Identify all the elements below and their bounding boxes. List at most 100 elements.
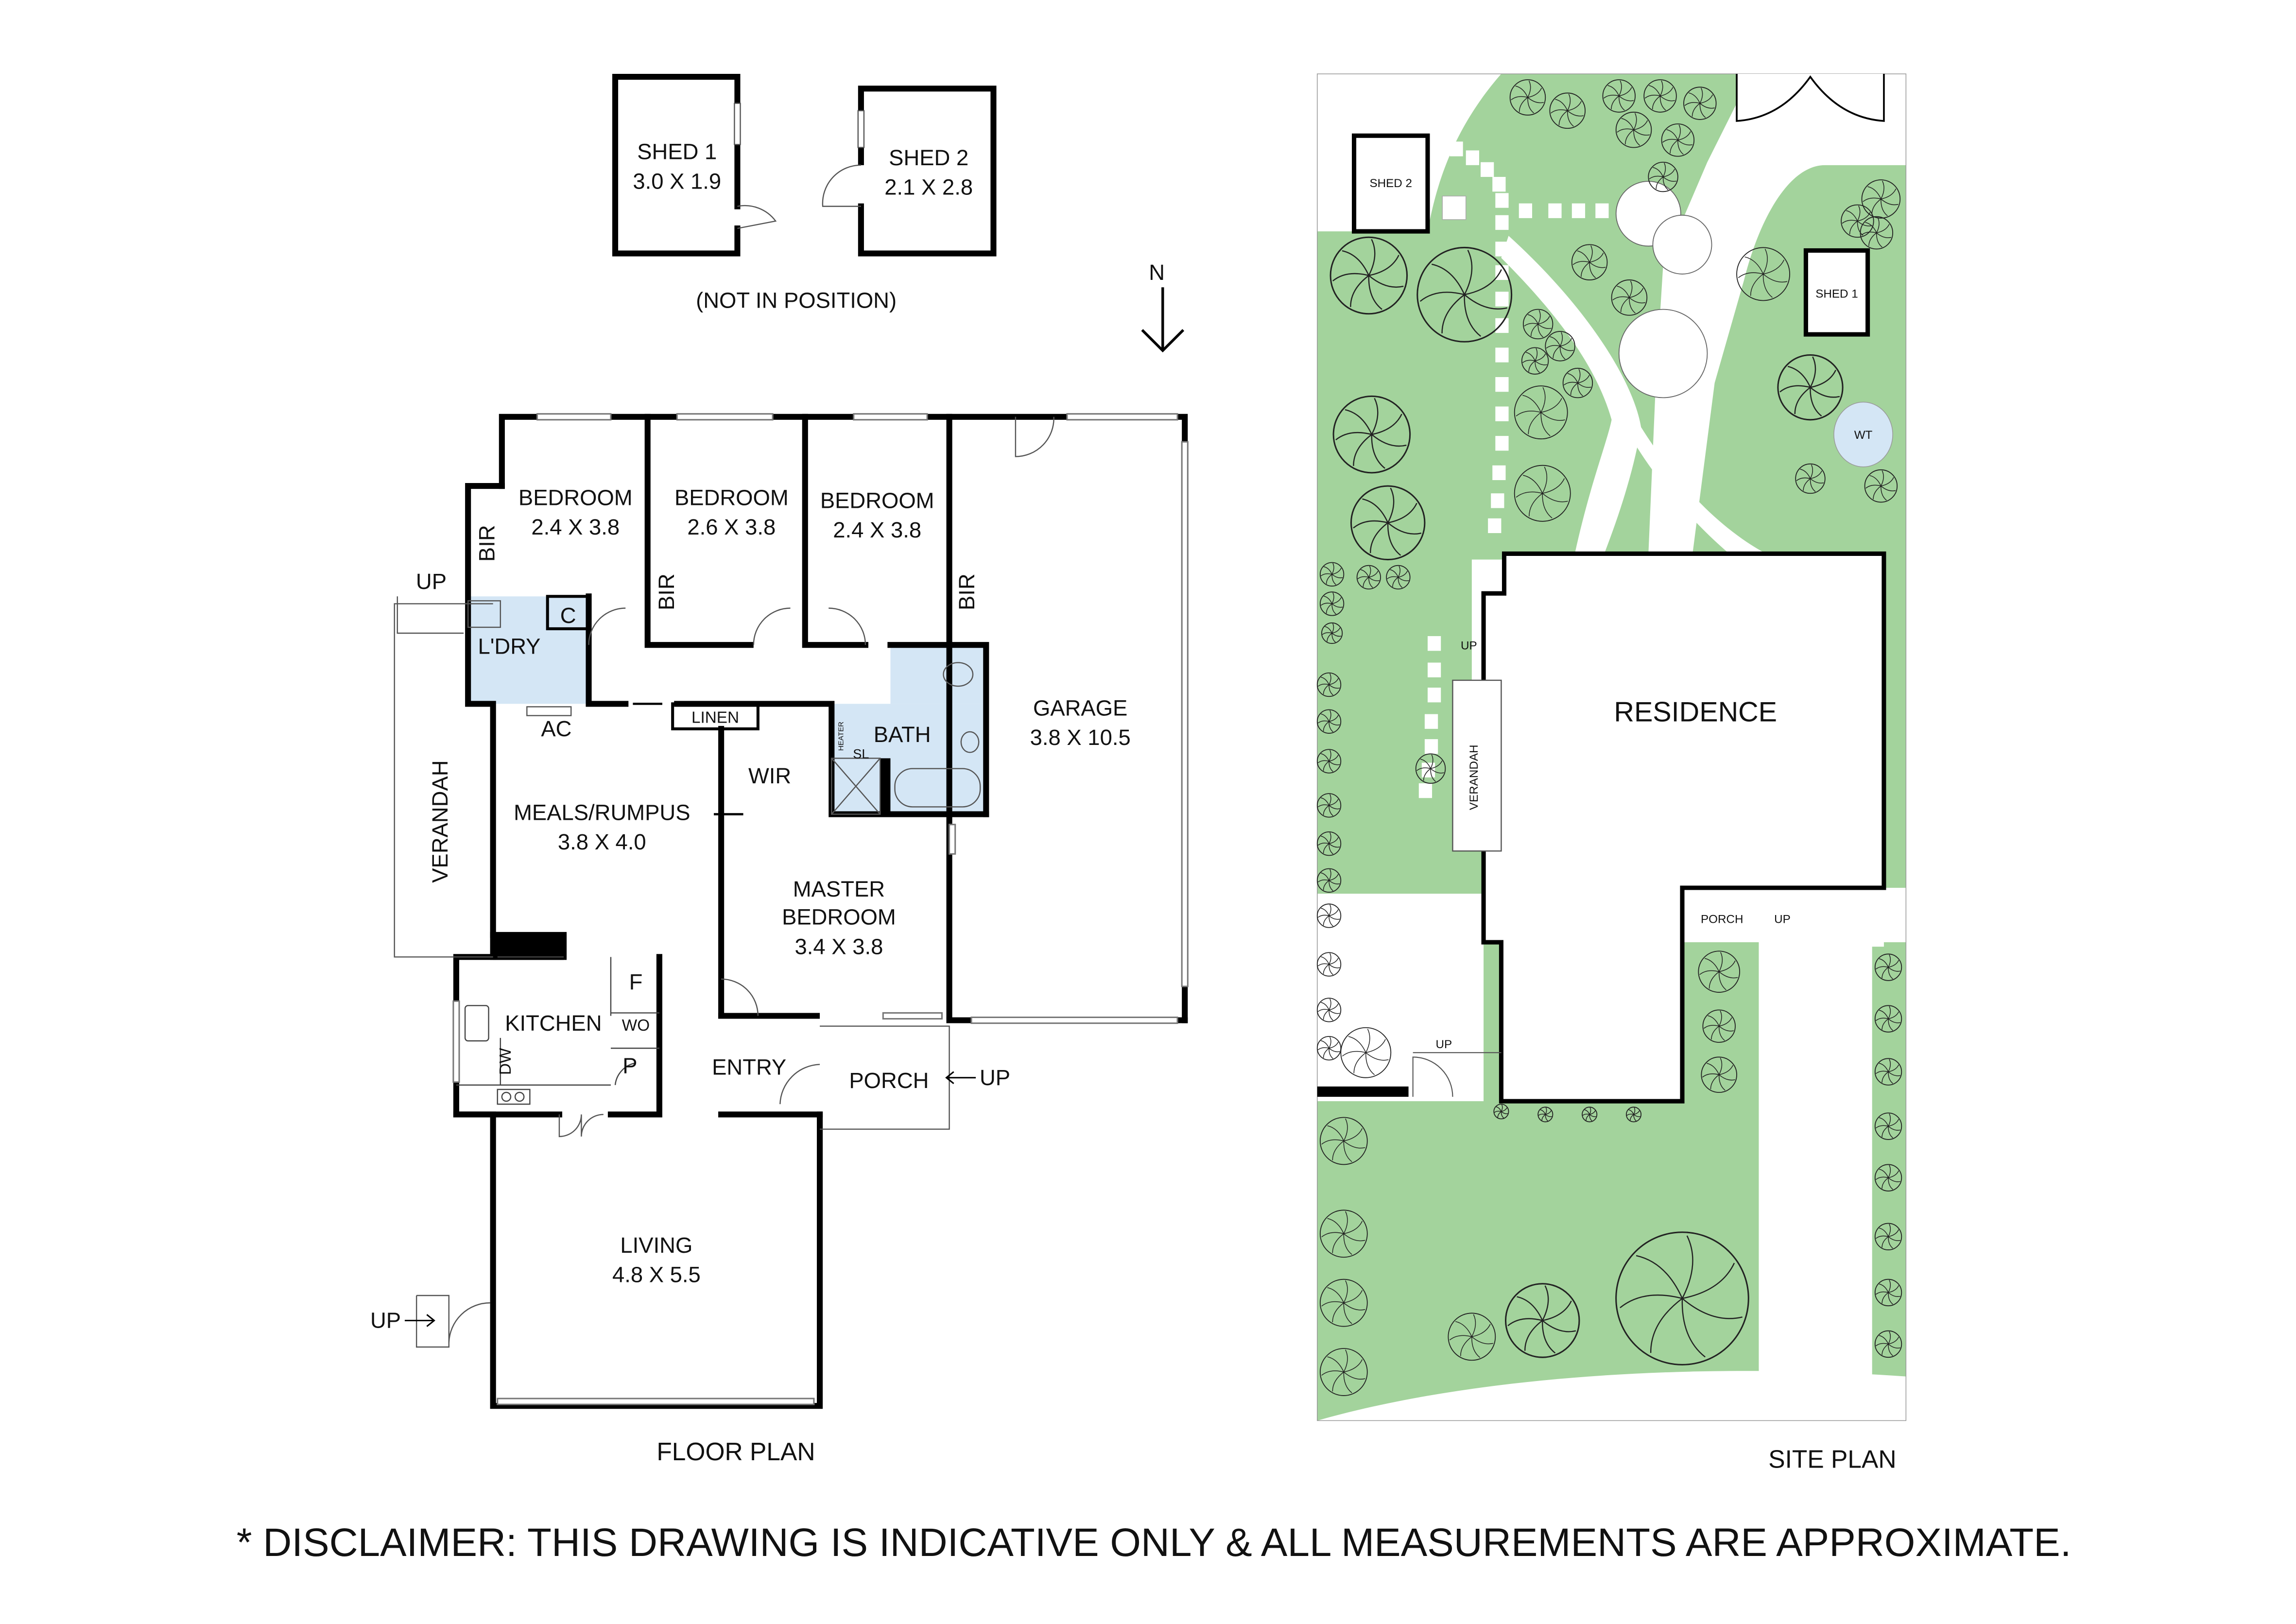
tree-branch (1329, 880, 1340, 884)
tree-branch (1353, 520, 1388, 529)
tree-branch (1868, 232, 1877, 246)
tree-branch (1331, 627, 1341, 634)
tree-icon (1602, 79, 1636, 113)
tree-branch (1323, 760, 1329, 771)
tree-branch (1719, 952, 1723, 972)
tree-branch (1494, 1110, 1502, 1113)
tree-branch (1371, 414, 1402, 435)
tree-branch (1570, 382, 1578, 396)
tree-branch (1343, 1349, 1348, 1372)
tree-branch (1343, 1372, 1352, 1393)
tree-branch (1762, 248, 1768, 275)
tree-branch (1861, 231, 1877, 236)
site-verandah-label: VERANDAH (1467, 745, 1481, 811)
tree-branch (1527, 314, 1538, 325)
tree-branch (1705, 958, 1720, 972)
stepping-stone (1571, 203, 1586, 218)
tree-branch (1559, 346, 1566, 360)
tree-branch (1718, 1026, 1725, 1041)
tree-branch (1612, 296, 1630, 301)
tree-branch (1619, 95, 1634, 102)
tree-branch (1677, 131, 1691, 141)
tree-branch (1527, 87, 1542, 98)
tree-branch (1455, 1321, 1472, 1337)
tree-branch (1321, 1139, 1344, 1145)
tree-branch (1875, 1125, 1889, 1129)
tree-icon (1514, 465, 1571, 522)
tree-branch (1810, 356, 1816, 388)
tree-branch (1398, 570, 1408, 578)
tree-branch (1348, 1036, 1366, 1053)
tree-branch (1881, 477, 1894, 486)
tree-branch (1528, 361, 1536, 372)
tree-branch (1589, 1114, 1592, 1122)
tree-branch (1329, 999, 1331, 1010)
tree-branch (1331, 633, 1336, 643)
tree-branch (1682, 1262, 1735, 1299)
tree-branch (1688, 92, 1701, 104)
tree-branch (1329, 964, 1340, 968)
tree-branch (1523, 475, 1543, 494)
porch-label: PORCH (849, 1068, 929, 1093)
tree-branch (1624, 129, 1634, 145)
tree-branch (1633, 120, 1648, 130)
tree-branch (1582, 1113, 1590, 1116)
pantry-label: P (622, 1054, 637, 1078)
bir-3-label: BIR (954, 573, 979, 610)
tree-branch (1670, 139, 1678, 154)
tree-branch (1317, 879, 1329, 882)
tree-icon (1316, 793, 1342, 818)
stepping-stone (1495, 377, 1509, 392)
tree-branch (1849, 221, 1858, 235)
tree-icon (1841, 204, 1874, 238)
tree-branch (1662, 138, 1678, 143)
tree-branch (1329, 1009, 1340, 1014)
tree-branch (1888, 1279, 1891, 1293)
tree-branch (1329, 843, 1340, 848)
tree-branch (1810, 478, 1816, 492)
kitchen-label: KITCHEN (505, 1011, 602, 1036)
tree-branch (1560, 346, 1574, 351)
tree-branch (1794, 387, 1811, 414)
tree-branch (1320, 1040, 1329, 1049)
tree-branch (1888, 1126, 1893, 1139)
tree-branch (1545, 1107, 1547, 1115)
tree-branch (1857, 221, 1872, 226)
tree-branch (1560, 338, 1572, 347)
tree-branch (1882, 1018, 1889, 1030)
tree-branch (1329, 1003, 1339, 1011)
water-tank-label: WT (1854, 429, 1873, 442)
tree-icon (1415, 753, 1446, 784)
tree-icon (1537, 1106, 1554, 1123)
stepping-stone (1418, 783, 1433, 798)
tree-branch (1567, 93, 1571, 111)
tree-branch (1551, 109, 1568, 114)
tree-icon (1702, 1009, 1736, 1043)
tree-icon (1625, 1106, 1642, 1123)
stepping-stone (1495, 292, 1509, 307)
tree-branch (1329, 673, 1331, 685)
tree-branch (1718, 1074, 1726, 1091)
tree-branch (1329, 710, 1331, 722)
up-label-porch: UP (980, 1065, 1010, 1090)
tree-branch (1496, 1106, 1502, 1112)
dishwasher-label: DW (497, 1048, 515, 1075)
tree-branch (1323, 964, 1329, 974)
tree-branch (1803, 478, 1811, 491)
tree-branch (1369, 522, 1388, 553)
tree-branch (1879, 1169, 1889, 1178)
shed-1-name: SHED 1 (637, 139, 717, 164)
tree-branch (1320, 872, 1329, 881)
tree-icon (1316, 952, 1342, 977)
tree-branch (1619, 80, 1622, 96)
tree-icon (1319, 1117, 1368, 1165)
tree-branch (1535, 361, 1540, 373)
tree-branch (1542, 493, 1553, 518)
tree-branch (1888, 1170, 1899, 1178)
tree-branch (1719, 1074, 1735, 1081)
tree-icon (1874, 953, 1902, 981)
disclaimer: * DISCLAIMER: THIS DRAWING IS INDICATIVE… (237, 1520, 2072, 1565)
tree-branch (1329, 1048, 1340, 1053)
tree-branch (1888, 1011, 1899, 1019)
tree-branch (1357, 576, 1369, 579)
